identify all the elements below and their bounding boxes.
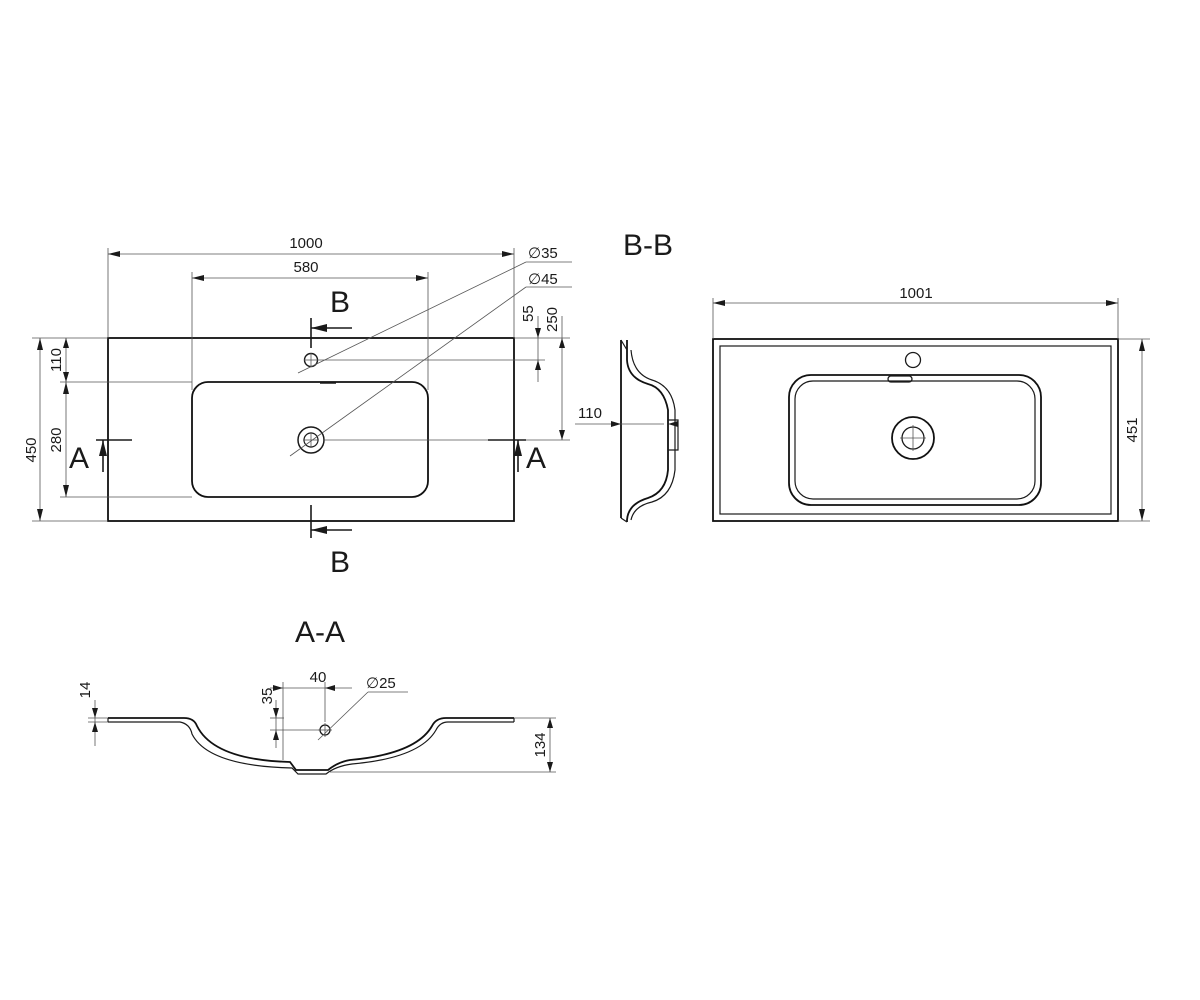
dim-tap-hole-label: ∅35 xyxy=(528,245,558,262)
section-aa: A-A 14 40 35 ∅25 xyxy=(77,616,556,775)
dim-total-height-label: 134 xyxy=(532,732,549,757)
section-marker-a-right: A xyxy=(488,439,546,475)
dim-bowl-width-label: 580 xyxy=(293,259,318,276)
section-aa-profile xyxy=(108,717,514,771)
right-bowl-inner xyxy=(794,380,1036,500)
section-bb-title: B-B xyxy=(623,229,673,262)
dim-drain-label: ∅45 xyxy=(528,271,558,288)
dim-width-label: 1000 xyxy=(289,235,322,252)
dim-bb-height-label: 110 xyxy=(578,405,602,422)
right-tap-hole xyxy=(904,351,922,369)
svg-text:B: B xyxy=(330,546,350,579)
section-bb: B-B 110 xyxy=(575,229,679,523)
dim-tap-offset-label: 55 xyxy=(520,305,537,322)
dim-drain-offset-label: 250 xyxy=(544,307,561,332)
svg-text:B: B xyxy=(330,286,350,319)
right-outline xyxy=(712,338,1119,522)
right-drain-outer xyxy=(891,416,935,460)
right-overflow xyxy=(887,375,913,383)
section-aa-title: A-A xyxy=(295,616,345,649)
dim-overflow-height-label: 35 xyxy=(259,688,276,705)
right-view: 1001 451 xyxy=(712,285,1150,522)
section-marker-b-bottom: B xyxy=(310,505,352,579)
svg-text:A: A xyxy=(69,442,89,475)
dim-rim-label: 14 xyxy=(77,682,94,699)
bowl-outline xyxy=(191,381,429,498)
right-bowl-outer xyxy=(788,374,1042,506)
right-inner-outline xyxy=(719,345,1112,515)
dim-bowl-depth-label: 280 xyxy=(48,427,65,452)
dim-depth-label: 450 xyxy=(23,437,40,462)
dim-overflow-dia-label: ∅25 xyxy=(366,675,396,692)
dim-tap-from-edge-label: 110 xyxy=(48,348,65,372)
section-marker-a-left: A xyxy=(69,439,132,475)
section-bb-profile xyxy=(620,340,669,522)
top-view: 1000 580 ∅35 ∅45 55 250 450 xyxy=(23,235,572,579)
dim-right-width-label: 1001 xyxy=(899,285,932,302)
dim-overflow-offset-label: 40 xyxy=(310,669,327,686)
svg-text:A: A xyxy=(526,442,546,475)
section-marker-b-top: B xyxy=(310,286,352,348)
dim-right-depth-label: 451 xyxy=(1124,417,1141,442)
